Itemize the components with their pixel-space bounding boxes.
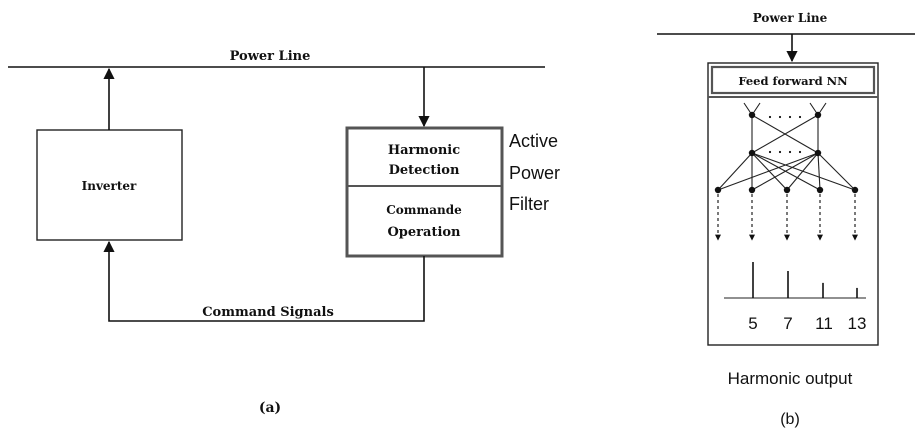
command-operation-line1: Commande	[386, 203, 462, 217]
apf-label-line2: Power	[509, 163, 560, 183]
harmonic-order-labels: 5 7 11 13	[748, 314, 866, 333]
nn-outer-box	[707, 62, 879, 346]
diagram-a: Power Line Inverter Harmonic Detection C…	[8, 49, 560, 416]
nn-node	[816, 186, 824, 194]
nn-node	[714, 186, 722, 194]
apf-label-line3: Filter	[509, 194, 549, 214]
caption-a: (a)	[259, 400, 281, 416]
nn-edge	[751, 114, 819, 154]
inverter-label: Inverter	[82, 179, 137, 193]
harmonic-order-label: 11	[815, 314, 833, 333]
nn-ellipsis-dot	[778, 150, 782, 154]
nn-ellipsis-dot	[768, 115, 772, 119]
command-signal-path	[103, 240, 425, 322]
nn-title: Feed forward NN	[738, 74, 848, 88]
nn-edge	[786, 152, 819, 191]
neural-network	[714, 102, 859, 241]
nn-edge	[817, 152, 856, 191]
harmonic-spectrum	[724, 262, 866, 299]
nn-edge	[717, 152, 753, 191]
nn-edge	[817, 152, 821, 191]
nn-node	[748, 111, 756, 119]
nn-ellipsis-dot	[788, 115, 792, 119]
nn-ellipsis-dot	[798, 150, 802, 154]
harmonic-order-label: 5	[748, 314, 757, 333]
nn-ellipsis-dot	[798, 115, 802, 119]
nn-node	[748, 186, 756, 194]
caption-b: (b)	[780, 411, 800, 428]
diagram-b: Power Line Feed forward NN 5 7 11 13 Har…	[657, 11, 915, 428]
power-line-label-a: Power Line	[230, 49, 311, 64]
harmonic-detection-line1: Harmonic	[388, 143, 460, 158]
harmonic-output-label: Harmonic output	[728, 369, 853, 388]
harmonic-order-label: 13	[848, 314, 867, 333]
nn-ellipsis-dot	[768, 150, 772, 154]
inverter-block	[36, 129, 183, 241]
nn-node	[814, 149, 822, 157]
power-line-label-b: Power Line	[753, 11, 828, 25]
command-signals-label: Command Signals	[202, 305, 334, 320]
harmonic-detection-line2: Detection	[389, 163, 460, 178]
nn-node	[851, 186, 859, 194]
command-operation-line2: Operation	[387, 225, 461, 240]
nn-edge	[717, 152, 819, 191]
harmonic-order-label: 7	[783, 314, 792, 333]
nn-node	[783, 186, 791, 194]
nn-title-box	[710, 65, 876, 95]
nn-ellipsis-dot	[788, 150, 792, 154]
nn-edge	[751, 152, 856, 191]
nn-node	[748, 149, 756, 157]
nn-ellipsis-dot	[778, 115, 782, 119]
nn-node	[814, 111, 822, 119]
apf-label-line1: Active	[509, 131, 558, 151]
nn-edge	[751, 152, 819, 191]
active-power-filter-block	[345, 126, 504, 258]
